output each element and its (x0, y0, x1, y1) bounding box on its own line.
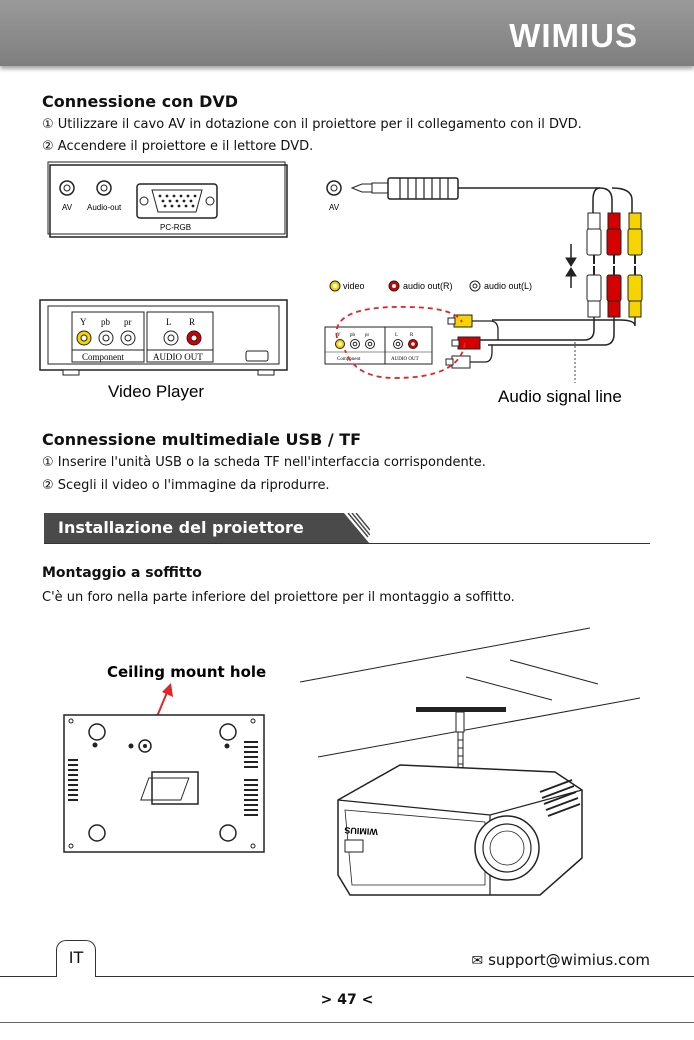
page-number: > 47 < (320, 992, 374, 1008)
red-arrow-icon (162, 683, 173, 697)
legend-video-label: video (343, 281, 365, 291)
svg-text:AUDIO OUT: AUDIO OUT (391, 357, 419, 362)
svg-text:Y: Y (337, 333, 341, 338)
legend-audio-l-label: audio out(L) (484, 281, 532, 291)
audio-out-label: Audio-out (87, 203, 122, 212)
video-player-label: Video Player (108, 382, 204, 401)
projector-device: WIMIUS (140, 764, 583, 896)
power-port-icon (245, 350, 269, 362)
dvd-step-1: ① Utilizzare il cavo AV in dotazione con… (42, 117, 582, 132)
r-label: R (189, 317, 195, 327)
ceiling-mount-text: C'è un foro nella parte inferiore del pr… (42, 590, 515, 605)
av-label: AV (62, 203, 73, 212)
install-banner: Installazione del proiettore (44, 513, 344, 543)
pc-rgb-label: PC-RGB (160, 223, 191, 232)
usb-step-1: ① Inserire l'unità USB o la scheda TF ne… (42, 455, 486, 470)
projector-bottom-view (63, 714, 265, 853)
l-label: L (166, 317, 172, 327)
y-label: Y (80, 317, 87, 327)
projector-brand-label: WIMIUS (344, 825, 378, 837)
rca-plugs-top (586, 212, 643, 264)
dvd-section-title: Connessione con DVD (42, 92, 239, 111)
banner-rule (44, 543, 650, 544)
svg-text:pb: pb (350, 333, 356, 338)
language-tab: IT (56, 940, 96, 977)
dvd-step-2: ② Accendere il proiettore e il lettore D… (42, 139, 314, 154)
connect-arrows-icon (565, 244, 577, 288)
av-plug: AV (326, 177, 633, 214)
support-contact[interactable]: ✉ support@wimius.com (472, 951, 650, 969)
usb-section-title: Connessione multimediale USB / TF (42, 430, 362, 449)
svg-text:pr: pr (365, 333, 370, 338)
legend-audio-r-label: audio out(R) (403, 281, 453, 291)
ceiling-mount-illustration: Ceiling mount hole (63, 627, 641, 896)
video-player-device: Y pb pr L R Component AUDIO OUT Video Pl… (39, 299, 288, 401)
support-email[interactable]: support@wimius.com (488, 951, 650, 969)
projector-panel: AV Audio-out PC-RGB (47, 161, 288, 238)
brand-logo: WIMIUS (509, 17, 638, 54)
av-right-label: AV (329, 203, 340, 212)
banner-stripes-icon (330, 513, 370, 544)
usb-step-2: ② Scegli il video o l'immagine da riprod… (42, 478, 330, 493)
legend: video audio out(R) audio out(L) (329, 280, 532, 292)
footer-rule (0, 976, 694, 977)
install-banner-title: Installazione del proiettore (58, 518, 304, 537)
svg-text:L: L (395, 333, 398, 338)
ceiling-lines (299, 627, 641, 758)
dvd-connection-diagram: AV Audio-out PC-RGB AV (39, 161, 643, 406)
page-header: WIMIUS (0, 0, 694, 66)
rca-plugs-bottom (470, 266, 643, 383)
small-player-device: Y pb pr L R Component AUDIO OUT Audio si… (324, 306, 622, 406)
ceiling-mount-subtitle: Montaggio a soffitto (42, 565, 202, 581)
mail-icon: ✉ (471, 953, 484, 969)
component-label: Component (82, 352, 124, 362)
svg-text:R: R (410, 333, 414, 338)
audio-out-caps-label: AUDIO OUT (153, 352, 203, 362)
audio-signal-line-label: Audio signal line (498, 387, 622, 406)
pr-label: pr (124, 317, 132, 327)
pb-label: pb (101, 317, 111, 327)
ceiling-hole-label: Ceiling mount hole (107, 663, 266, 681)
bottom-rule (0, 1022, 694, 1023)
